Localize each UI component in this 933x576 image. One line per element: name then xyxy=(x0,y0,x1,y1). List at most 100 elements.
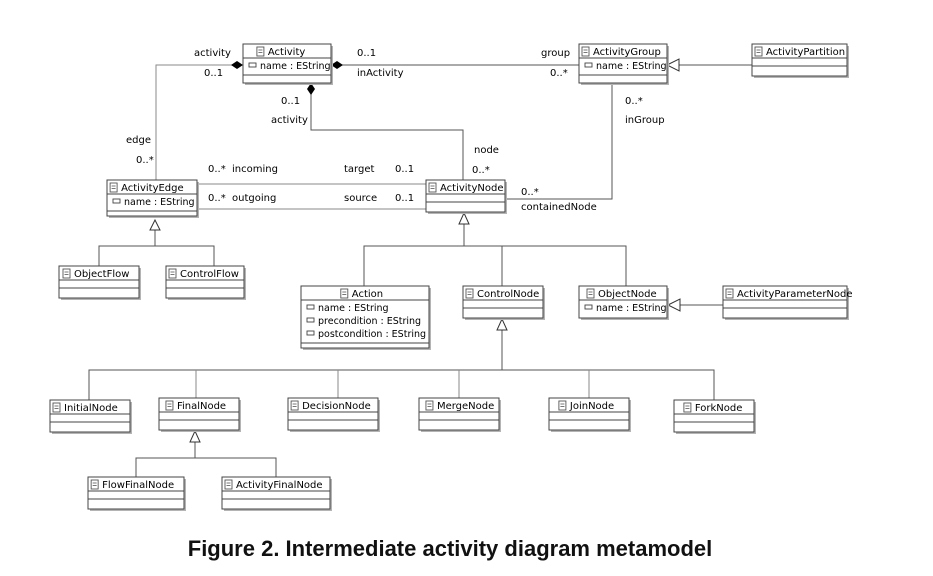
role-label-outgoing: outgoing xyxy=(232,193,276,204)
class-box xyxy=(58,265,140,299)
role-label-group-mult: 0..* xyxy=(550,68,568,79)
eclass-icon xyxy=(256,46,265,57)
eclass-icon xyxy=(683,402,692,413)
role-label-target-mult: 0..1 xyxy=(395,164,414,175)
eclass-icon xyxy=(586,288,595,299)
activity-edge-generalization-lines xyxy=(98,230,215,266)
role-label-outgoing-mult: 0..* xyxy=(208,193,226,204)
attribute-icon xyxy=(306,304,315,310)
class-name: ActivityPartition xyxy=(766,47,845,58)
role-label-target: target xyxy=(344,164,374,175)
partition-generalization-arrow xyxy=(665,58,680,72)
parameter-node-generalization-arrow xyxy=(666,298,681,312)
role-label-activity-left: activity xyxy=(194,48,231,59)
attribute-icon xyxy=(248,62,257,68)
role-label-node: node xyxy=(474,145,499,156)
eclass-icon xyxy=(754,46,763,57)
role-label-incoming: incoming xyxy=(232,164,278,175)
eclass-icon xyxy=(109,182,118,193)
attribute-row: postcondition : EString xyxy=(306,329,426,340)
class-name: ObjectNode xyxy=(598,289,657,300)
class-name: ActivityNode xyxy=(440,183,504,194)
class-box xyxy=(722,285,848,319)
role-label-activity-node-mult: 0..1 xyxy=(281,96,300,107)
class-activity-final-node: ActivityFinalNode xyxy=(221,476,332,511)
class-name: ObjectFlow xyxy=(74,269,129,280)
class-box xyxy=(49,399,131,433)
class-activity-edge: ActivityEdge name : EString xyxy=(106,179,199,218)
class-name: ActivityFinalNode xyxy=(236,480,323,491)
role-label-source: source xyxy=(344,193,377,204)
class-merge-node: MergeNode xyxy=(418,397,501,432)
attribute-row: name : EString xyxy=(248,61,331,72)
class-name: ControlFlow xyxy=(180,269,239,280)
class-name: JoinNode xyxy=(569,401,614,412)
attribute-text: name : EString xyxy=(596,61,667,72)
eclass-icon xyxy=(62,268,71,279)
attribute-text: precondition : EString xyxy=(318,316,421,327)
activity-node-composition-diamond xyxy=(307,83,315,95)
role-label-source-mult: 0..1 xyxy=(395,193,414,204)
class-name: InitialNode xyxy=(64,403,118,414)
control-node-generalization-arrow xyxy=(496,317,508,331)
attribute-text: name : EString xyxy=(596,303,667,314)
role-labels-layer: activity0..1group0..*0..1inActivity0..1a… xyxy=(126,48,665,213)
class-box xyxy=(578,43,668,84)
class-name: ForkNode xyxy=(695,403,743,414)
class-box xyxy=(425,179,506,213)
eclass-icon xyxy=(224,479,233,490)
eclass-icon xyxy=(558,400,567,411)
attribute-row: name : EString xyxy=(584,61,667,72)
class-name: ActivityEdge xyxy=(121,183,184,194)
role-label-in-group-mult: 0..* xyxy=(625,96,643,107)
attribute-icon xyxy=(584,62,593,68)
activity-node-association-line xyxy=(310,83,464,180)
attribute-row: name : EString xyxy=(306,303,389,314)
role-label-activity-left-mult: 0..1 xyxy=(204,68,223,79)
activity-edge-generalization-arrow xyxy=(149,218,161,231)
attribute-text: name : EString xyxy=(318,303,389,314)
class-fork-node: ForkNode xyxy=(673,399,756,434)
class-final-node: FinalNode xyxy=(158,397,241,432)
class-object-flow: ObjectFlow xyxy=(58,265,141,300)
eclass-icon xyxy=(52,402,61,413)
class-activity-node: ActivityNode xyxy=(425,179,507,214)
class-decision-node: DecisionNode xyxy=(287,397,380,432)
class-name: ControlNode xyxy=(477,289,539,300)
class-initial-node: InitialNode xyxy=(49,399,132,434)
role-label-activity-node-role: activity xyxy=(271,115,308,126)
class-box xyxy=(221,476,331,510)
role-label-contained-node-mult: 0..* xyxy=(521,187,539,198)
role-label-incoming-mult: 0..* xyxy=(208,164,226,175)
class-activity-parameter-node: ActivityParameterNode xyxy=(722,285,853,320)
class-name: ActivityParameterNode xyxy=(737,289,853,300)
attribute-icon xyxy=(584,304,593,310)
class-name: FlowFinalNode xyxy=(102,480,174,491)
class-name: MergeNode xyxy=(437,401,494,412)
class-activity-partition: ActivityPartition xyxy=(751,43,849,78)
class-box xyxy=(300,285,430,349)
attribute-icon xyxy=(306,330,315,336)
activity-node-generalization-lines xyxy=(363,224,627,286)
role-label-in-group: inGroup xyxy=(625,115,665,126)
attribute-row: name : EString xyxy=(112,197,195,208)
role-label-edge-mult: 0..* xyxy=(136,155,154,166)
attribute-row: precondition : EString xyxy=(306,316,421,327)
associations-layer xyxy=(88,58,752,477)
figure-caption: Figure 2. Intermediate activity diagram … xyxy=(187,536,713,561)
eclass-icon xyxy=(581,46,590,57)
class-box xyxy=(106,179,198,217)
eclass-icon xyxy=(428,182,437,193)
attribute-text: postcondition : EString xyxy=(318,329,426,340)
eclass-icon xyxy=(290,400,299,411)
eclass-icon xyxy=(725,288,734,299)
control-node-branch-lines xyxy=(195,370,590,398)
group-contained-node-line xyxy=(505,83,613,200)
class-box xyxy=(287,397,379,431)
class-box xyxy=(462,285,544,319)
activity-edge-association-line xyxy=(155,64,243,180)
activity-group-composition-diamond xyxy=(331,61,343,69)
